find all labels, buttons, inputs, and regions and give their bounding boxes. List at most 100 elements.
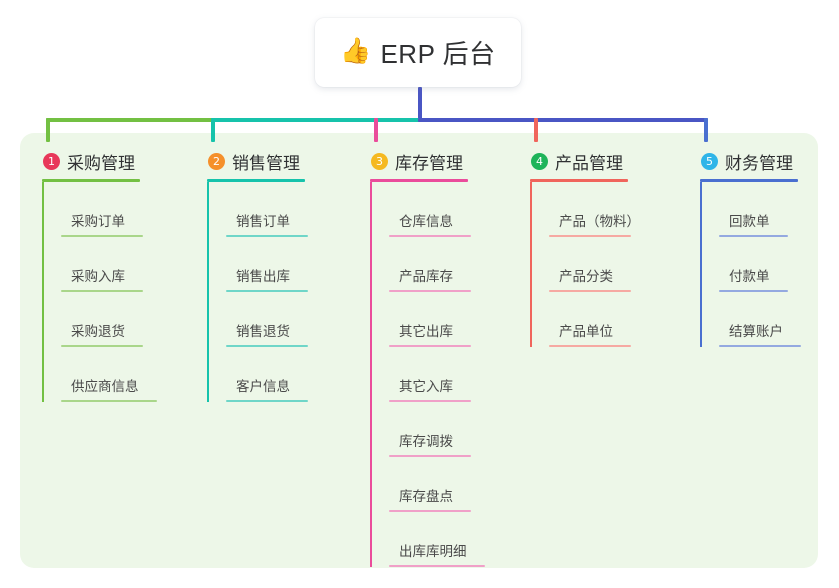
column-title: 采购管理: [67, 153, 135, 173]
column-number-badge: 5: [701, 152, 718, 170]
leaf-node-label: 库存盘点: [399, 489, 453, 504]
leaf-node-label: 销售出库: [236, 269, 290, 284]
leaf-node-rule: [61, 400, 157, 402]
column-header-3[interactable]: 3 库存管理: [370, 148, 468, 174]
leaf-node-label: 其它入库: [399, 379, 453, 394]
leaf-node[interactable]: 采购订单: [61, 182, 143, 237]
leaf-node-label: 销售退货: [236, 324, 290, 339]
connector-drop-4: [534, 118, 538, 142]
leaf-node[interactable]: 库存调拨: [389, 402, 471, 457]
root-node-title: ERP 后台: [380, 39, 496, 69]
leaf-node-rule: [549, 290, 631, 292]
column-header-rule: [42, 179, 140, 182]
leaf-node-rule: [719, 290, 788, 292]
leaf-node-label: 产品（物料）: [559, 214, 640, 229]
leaf-node-rule: [389, 345, 471, 347]
leaf-node[interactable]: 产品单位: [549, 292, 631, 347]
leaf-node[interactable]: 出库库明细: [389, 512, 485, 567]
leaf-node-label: 产品库存: [399, 269, 453, 284]
leaf-node-rule: [61, 290, 143, 292]
column-title: 产品管理: [555, 153, 623, 173]
leaf-node[interactable]: 产品分类: [549, 237, 631, 292]
leaf-node[interactable]: 采购入库: [61, 237, 143, 292]
leaf-node[interactable]: 结算账户: [719, 292, 801, 347]
leaf-node-rule: [389, 290, 471, 292]
column-spine: [207, 182, 209, 402]
leaf-node-label: 结算账户: [729, 324, 783, 339]
leaf-node-rule: [719, 235, 788, 237]
leaf-node[interactable]: 回款单: [719, 182, 798, 237]
leaf-node-label: 其它出库: [399, 324, 453, 339]
leaf-node[interactable]: 其它入库: [389, 347, 471, 402]
column-number-badge: 2: [208, 152, 225, 170]
leaf-node-rule: [389, 565, 485, 567]
column-1: 1 采购管理采购订单采购入库采购退货供应商信息: [42, 148, 157, 402]
leaf-node[interactable]: 产品库存: [389, 237, 471, 292]
column-items: 产品（物料） 产品分类产品单位: [530, 182, 640, 347]
column-title: 财务管理: [725, 153, 793, 173]
leaf-node-label: 采购退货: [71, 324, 125, 339]
leaf-node[interactable]: 产品（物料）: [549, 182, 640, 237]
leaf-node[interactable]: 销售出库: [226, 237, 308, 292]
leaf-node-rule: [389, 455, 471, 457]
leaf-node-label: 库存调拨: [399, 434, 453, 449]
leaf-node-label: 仓库信息: [399, 214, 453, 229]
column-header-5[interactable]: 5 财务管理: [700, 148, 798, 174]
column-title: 库存管理: [395, 153, 463, 173]
leaf-node[interactable]: 客户信息: [226, 347, 308, 402]
column-header-rule: [207, 179, 305, 182]
connector-drop-1: [46, 118, 50, 142]
leaf-node-rule: [549, 345, 631, 347]
diagram-panel: [20, 133, 818, 568]
leaf-node-label: 销售订单: [236, 214, 290, 229]
leaf-node[interactable]: 供应商信息: [61, 347, 157, 402]
leaf-node-rule: [719, 345, 801, 347]
leaf-node[interactable]: 销售退货: [226, 292, 308, 347]
leaf-node-rule: [226, 400, 308, 402]
leaf-node-rule: [226, 290, 308, 292]
leaf-node[interactable]: 采购退货: [61, 292, 143, 347]
column-header-rule: [530, 179, 628, 182]
column-header-4[interactable]: 4 产品管理: [530, 148, 628, 174]
leaf-node-label: 回款单: [729, 214, 770, 229]
column-spine: [370, 182, 372, 567]
column-header-2[interactable]: 2 销售管理: [207, 148, 305, 174]
column-4: 4 产品管理产品（物料） 产品分类产品单位: [530, 148, 640, 347]
column-header-rule: [700, 179, 798, 182]
leaf-node-label: 客户信息: [236, 379, 290, 394]
leaf-node[interactable]: 付款单: [719, 237, 798, 292]
column-spine: [42, 182, 44, 402]
leaf-node-label: 采购入库: [71, 269, 125, 284]
leaf-node-label: 采购订单: [71, 214, 125, 229]
column-number-badge: 3: [371, 152, 388, 170]
leaf-node-label: 出库库明细: [399, 544, 467, 559]
connector-bar-green: [46, 118, 215, 122]
column-items: 销售订单销售出库销售退货客户信息: [207, 182, 308, 402]
column-number-badge: 1: [43, 152, 60, 170]
leaf-node-label: 付款单: [729, 269, 770, 284]
leaf-node[interactable]: 其它出库: [389, 292, 471, 347]
column-header-1[interactable]: 1 采购管理: [42, 148, 140, 174]
column-3: 3 库存管理仓库信息产品库存其它出库其它入库库存调拨库存盘点出库库明细: [370, 148, 485, 567]
connector-bar-blue: [418, 118, 708, 122]
connector-bar-teal: [211, 118, 422, 122]
leaf-node-rule: [549, 235, 631, 237]
thumbs-up-icon: 👍: [340, 37, 372, 65]
leaf-node[interactable]: 库存盘点: [389, 457, 471, 512]
leaf-node-label: 供应商信息: [71, 379, 139, 394]
leaf-node-rule: [226, 235, 308, 237]
column-number-badge: 4: [531, 152, 548, 170]
leaf-node-rule: [61, 345, 143, 347]
connector-drop-5: [704, 118, 708, 142]
root-node-card[interactable]: 👍 ERP 后台: [315, 18, 521, 87]
leaf-node-rule: [226, 345, 308, 347]
column-spine: [700, 182, 702, 347]
leaf-node-rule: [389, 235, 471, 237]
column-items: 仓库信息产品库存其它出库其它入库库存调拨库存盘点出库库明细: [370, 182, 485, 567]
leaf-node[interactable]: 销售订单: [226, 182, 308, 237]
column-items: 回款单付款单结算账户: [700, 182, 801, 347]
leaf-node[interactable]: 仓库信息: [389, 182, 471, 237]
column-title: 销售管理: [232, 153, 300, 173]
leaf-node-label: 产品单位: [559, 324, 613, 339]
column-spine: [530, 182, 532, 347]
